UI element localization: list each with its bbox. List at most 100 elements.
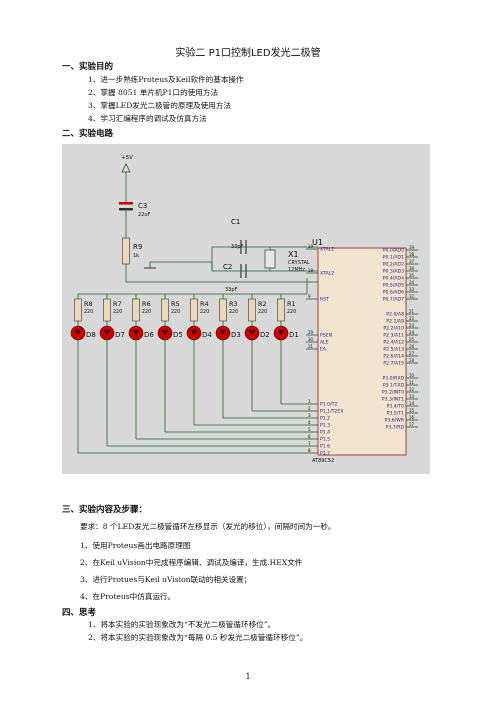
objective-item: 1、进一步熟练Proteus及Keil软件的基本操作 bbox=[88, 75, 244, 84]
pin-name: RST bbox=[320, 297, 329, 303]
page-number: 1 bbox=[245, 672, 251, 681]
c1-ref: C1 bbox=[231, 218, 240, 226]
pin-name: P1.2 bbox=[320, 416, 330, 422]
x1-value: 12MHz bbox=[288, 267, 305, 273]
resistor-ref: R6 bbox=[142, 300, 151, 308]
resistor-value: 220 bbox=[142, 309, 151, 315]
led-ref: D1 bbox=[289, 331, 299, 339]
procedure-requirement: 要求：8 个LED发光二极管循环左移显示（发光的移位），间隔时间为一秒。 bbox=[80, 522, 336, 531]
led-diode-icon bbox=[133, 330, 139, 335]
led-ref: D2 bbox=[260, 331, 270, 339]
pin-name: P0.1/AD1 bbox=[383, 255, 404, 261]
pin-number: 21 bbox=[409, 309, 415, 314]
pin-name: P3.1/TXD bbox=[383, 383, 405, 389]
schematic-wires bbox=[77, 172, 418, 454]
pin-name: P0.5/AD5 bbox=[383, 283, 404, 289]
procedure-step: 1、使用Proteus画出电路原理图 bbox=[80, 541, 191, 550]
c3-ref: C3 bbox=[138, 202, 147, 210]
pin-number: 16 bbox=[409, 415, 415, 420]
resistor bbox=[277, 298, 285, 322]
objective-item: 4、学习汇编程序的调试及仿真方法 bbox=[88, 114, 207, 123]
crystal-body bbox=[264, 249, 276, 269]
resistor bbox=[190, 298, 198, 322]
pin-name: P1.3 bbox=[320, 423, 330, 429]
pin-number: 25 bbox=[409, 337, 415, 342]
pin-number: 33 bbox=[409, 287, 415, 292]
led-ref: D6 bbox=[144, 331, 154, 339]
supply-label: +5V bbox=[121, 155, 133, 161]
pin-name: P1.1/T2EX bbox=[320, 409, 343, 415]
resistor-value: 220 bbox=[258, 309, 267, 315]
pin-number: 18 bbox=[308, 268, 314, 273]
pin-number: 36 bbox=[409, 266, 415, 271]
led-diode-icon bbox=[278, 330, 284, 335]
pin-name: P2.5/A13 bbox=[383, 347, 404, 353]
pin-number: 31 bbox=[308, 344, 314, 349]
pin-name: P1.7 bbox=[320, 451, 330, 457]
resistor bbox=[248, 298, 256, 322]
pin-number: 39 bbox=[409, 245, 415, 250]
c2-ref: C2 bbox=[223, 263, 232, 271]
circuit-diagram: +5VC322uFR91kC133pFC233pFX1CRYSTAL12MHzU… bbox=[62, 144, 430, 474]
resistor bbox=[103, 298, 111, 322]
pin-number: 10 bbox=[409, 373, 415, 378]
led-diode-icon bbox=[220, 330, 226, 335]
resistor-ref: R3 bbox=[229, 300, 238, 308]
pin-number: 27 bbox=[409, 351, 415, 356]
pin-number: 13 bbox=[409, 394, 415, 399]
led-diode-icon bbox=[75, 330, 81, 335]
pin-name: P2.1/A9 bbox=[386, 319, 404, 325]
pin-name: P3.0/RXD bbox=[383, 376, 405, 382]
pin-number: 7 bbox=[308, 441, 311, 446]
led-ref: D4 bbox=[202, 331, 212, 339]
resistor-ref: R2 bbox=[258, 300, 267, 308]
thinking-item: 1、将本实验的实验现象改为“不发光二极管循环移位”。 bbox=[88, 620, 276, 629]
resistor-ref: R7 bbox=[113, 300, 122, 308]
pin-name: EA bbox=[320, 347, 327, 353]
pin-number: 37 bbox=[409, 259, 415, 264]
pin-name: P3.5/T1 bbox=[387, 411, 404, 417]
resistor-ref: R8 bbox=[84, 300, 93, 308]
pin-name: P0.6/AD6 bbox=[383, 290, 404, 296]
u1-part: AT89C52 bbox=[312, 458, 334, 464]
resistor-value: 220 bbox=[200, 309, 209, 315]
pin-number: 32 bbox=[409, 294, 415, 299]
led-diode-icon bbox=[249, 330, 255, 335]
pin-name: P2.0/A8 bbox=[386, 312, 404, 318]
resistor bbox=[161, 298, 169, 322]
resistor-value: 220 bbox=[229, 309, 238, 315]
x1-type: CRYSTAL bbox=[288, 260, 310, 266]
pin-name: P2.7/A15 bbox=[383, 361, 404, 367]
pin-name: P2.4/A12 bbox=[383, 340, 404, 346]
led-diode-icon bbox=[104, 330, 110, 335]
pin-number: 35 bbox=[409, 273, 415, 278]
resistor-value: 220 bbox=[84, 309, 93, 315]
c3-plate-top bbox=[119, 202, 133, 205]
pin-name: P1.5 bbox=[320, 437, 330, 443]
pin-number: 17 bbox=[409, 422, 415, 427]
resistor-value: 220 bbox=[113, 309, 122, 315]
u1-ref: U1 bbox=[312, 238, 323, 247]
pin-number: 12 bbox=[409, 387, 415, 392]
resistor-ref: R4 bbox=[200, 300, 209, 308]
resistor-value: 220 bbox=[171, 309, 180, 315]
resistor bbox=[132, 298, 140, 322]
pin-name: P3.7/RD bbox=[386, 425, 405, 431]
pin-name: P2.2/A10 bbox=[383, 326, 404, 332]
pin-name: P1.6 bbox=[320, 444, 330, 450]
pin-name: P1.4 bbox=[320, 430, 330, 436]
pin-number: 23 bbox=[409, 323, 415, 328]
pin-name: ALE bbox=[320, 340, 329, 346]
pin-number: 29 bbox=[308, 330, 314, 335]
resistor bbox=[219, 298, 227, 322]
pin-name: XTAL2 bbox=[320, 271, 334, 277]
led-ref: D8 bbox=[86, 331, 96, 339]
c3-plate-bottom bbox=[119, 208, 133, 211]
section-heading-circuit: 二、实验电路 bbox=[62, 129, 114, 139]
pin-name: P3.6/WR bbox=[385, 418, 405, 424]
pin-number: 30 bbox=[308, 337, 314, 342]
procedure-step: 3、进行Protues与Keil uVision联动的相关设置； bbox=[80, 575, 252, 584]
pin-number: 26 bbox=[409, 344, 415, 349]
pin-number: 28 bbox=[409, 358, 415, 363]
c3-value: 22uF bbox=[138, 212, 151, 218]
